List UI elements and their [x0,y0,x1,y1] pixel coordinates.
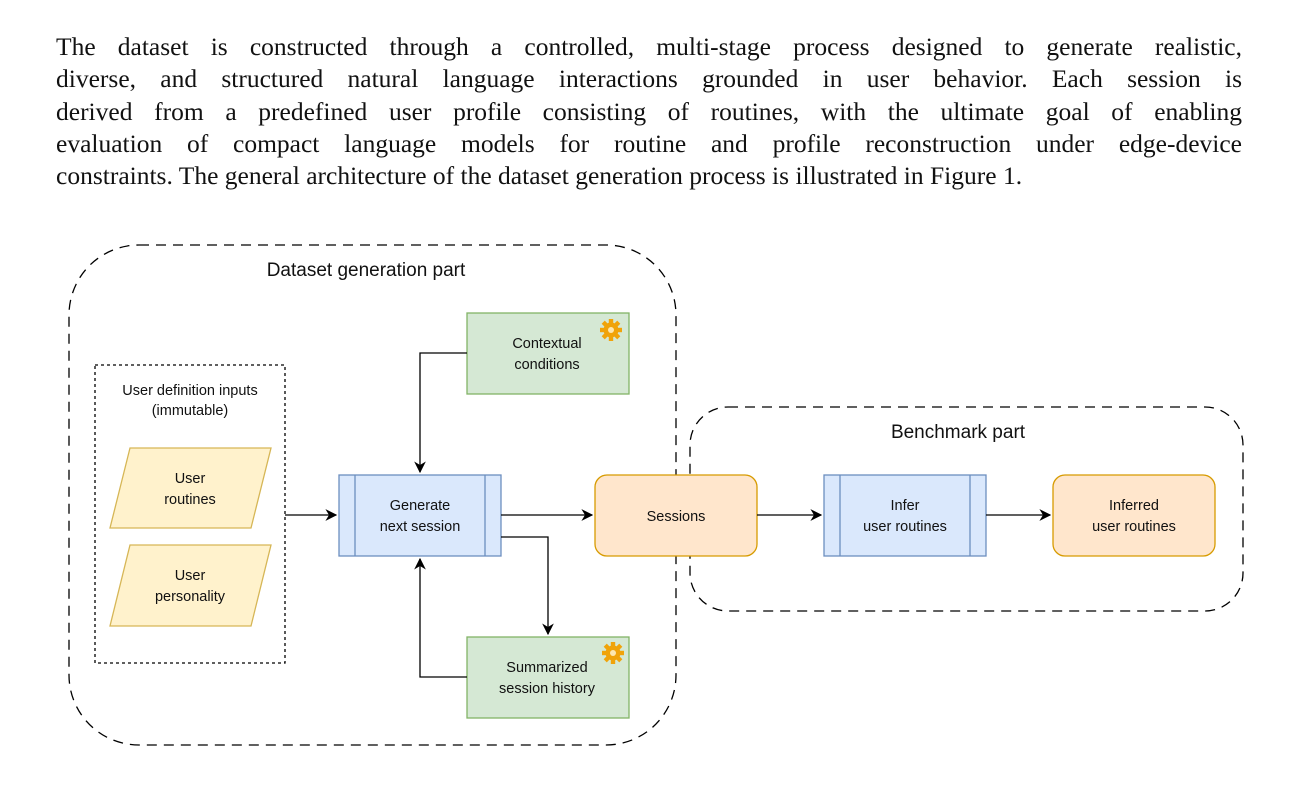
infer-routines-box [823,474,987,557]
paragraph-line-5: constraints. The general architecture of… [56,161,1023,191]
sessions-label: Sessions [647,509,706,525]
user-personality-line1: User [175,568,206,584]
contextual-conditions-line1: Contextual [512,336,581,352]
user-inputs-label-line2: (immutable) [152,403,229,419]
benchmark-part-title: Benchmark part [891,422,1026,443]
gear-icon [600,319,622,341]
paragraph-line-2: diverse, and structured natural language… [56,64,1242,94]
generate-next-session-line1: Generate [390,498,450,514]
user-routines-shape [109,447,272,529]
arrow-generate-to-history [501,536,554,636]
summarized-history-line1: Summarized [506,660,587,676]
user-routines-line2: routines [164,492,216,508]
user-personality-line2: personality [155,589,226,605]
summarized-history-box [466,636,630,719]
contextual-conditions-box [466,312,630,395]
generation-part-title: Dataset generation part [267,260,466,281]
user-inputs-group [94,364,286,664]
summarized-history-line2: session history [499,681,596,697]
benchmark-part-container [689,406,1244,612]
paragraph-line-1: The dataset is constructed through a con… [56,32,1242,61]
user-routines-line1: User [175,471,206,487]
inferred-routines-box [1052,474,1216,557]
infer-routines-line1: Infer [890,498,919,514]
body-paragraph: The dataset is constructed through a con… [56,31,1242,192]
paragraph-line-3: derived from a predefined user profile c… [56,96,1242,126]
paragraph-line-4: evaluation of compact language models fo… [56,128,1242,158]
inferred-routines-line2: user routines [1092,519,1176,535]
inferred-routines-line1: Inferred [1109,498,1159,514]
gear-icon [602,642,624,664]
infer-routines-line2: user routines [863,519,947,535]
generate-next-session-box [338,474,502,557]
user-inputs-label-line1: User definition inputs [122,383,257,399]
generate-next-session-line2: next session [380,519,461,535]
user-personality-shape [109,544,272,627]
arrow-history-to-generate [414,557,467,678]
arrow-context-to-generate [414,352,467,474]
contextual-conditions-line2: conditions [514,357,579,373]
